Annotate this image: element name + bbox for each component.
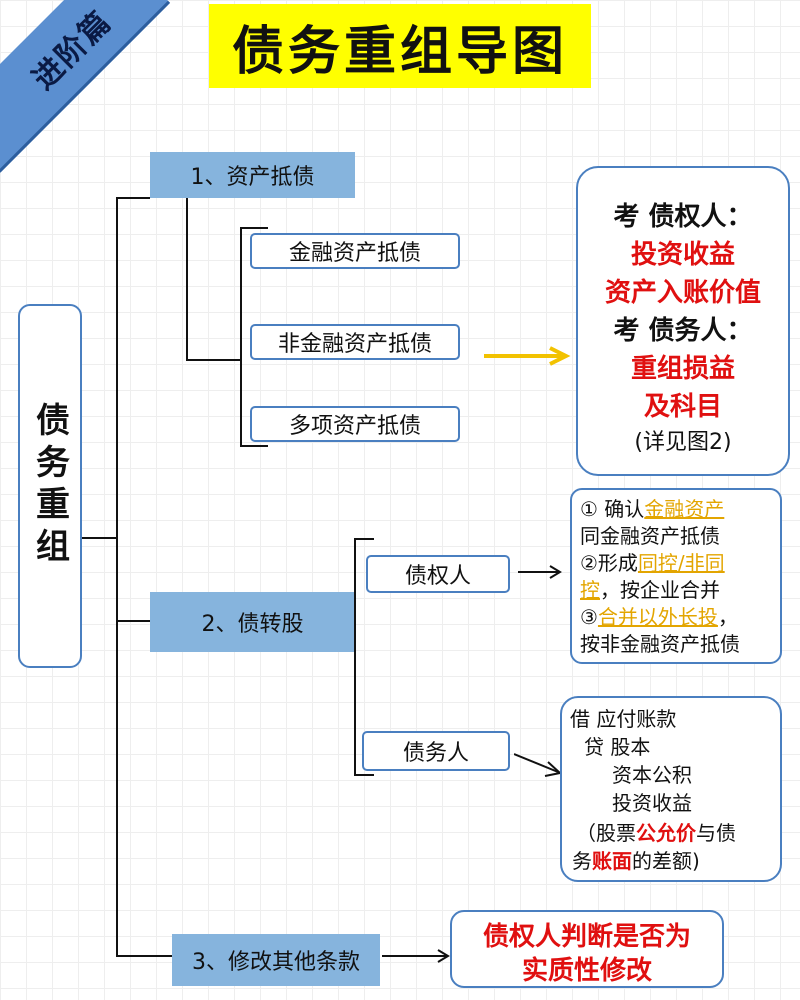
callout1-restructuring-gain: 重组损益 — [630, 354, 735, 384]
callout1-creditor-heading: 考 债权人： — [613, 202, 753, 232]
callout3-difference: 的差额) — [632, 849, 700, 873]
callout2-line-4: 控，按企业合并 — [580, 577, 720, 604]
main-bracket-bottom — [116, 955, 176, 957]
callout2-line-1: ① 确认金融资产 — [580, 496, 724, 523]
callout3-debit: 借 应付账款 — [570, 707, 677, 731]
callout3-fair-value: 公允价 — [636, 821, 696, 845]
main-bracket-mid2 — [116, 620, 150, 622]
subitem-financial-asset-offset: 金融资产抵债 — [250, 233, 460, 269]
main-bracket-top — [116, 197, 150, 199]
equity-bracket-bottom — [354, 774, 374, 776]
callout3-stock: （股票 — [576, 821, 636, 845]
arrow-right-icon — [382, 949, 450, 963]
callout2-line-6: 按非金融资产抵债 — [580, 632, 740, 656]
subitem-creditor: 债权人 — [366, 555, 510, 593]
callout2-financial-asset: 金融资产 — [644, 497, 725, 521]
category-asset-offset: 1、资产抵债 — [150, 152, 355, 198]
callout3-debt: 务 — [572, 849, 592, 873]
callout2-step3: ③ — [580, 605, 598, 629]
callout3-and-debt: 与债 — [696, 821, 736, 845]
page-title: 债务重组导图 — [209, 4, 591, 88]
callout4-line-2: 实质性修改 — [521, 956, 652, 986]
callout-asset-offset-notes: 考 债权人： 投资收益 资产入账价值 考 债务人： 重组损益 及科目 (详见图2… — [576, 166, 790, 476]
callout3-line-6: 务账面的差额) — [572, 848, 700, 875]
callout1-asset-entry-value: 资产入账价值 — [604, 278, 761, 308]
callout-substantial-modification: 债权人判断是否为 实质性修改 — [450, 910, 724, 988]
equity-bracket-vertical — [354, 538, 356, 776]
callout3-capital-reserve: 资本公积 — [612, 763, 692, 787]
subitem-multiple-asset-offset: 多项资产抵债 — [250, 406, 460, 442]
callout2-line-5: ③合并以外长投， — [580, 604, 738, 631]
callout2-line-2: 同金融资产抵债 — [580, 524, 720, 548]
callout-debtor-journal: 借 应付账款 贷 股本 资本公积 投资收益 （股票公允价与债 务账面的差额) — [560, 696, 782, 882]
callout1-accounts: 及科目 — [643, 392, 722, 422]
callout1-debtor-heading: 考 债务人： — [613, 316, 753, 346]
subitem-debtor: 债务人 — [362, 731, 510, 771]
callout2-common-control: 同控/非同 — [637, 551, 725, 575]
callout2-step2: ②形成 — [580, 551, 638, 575]
asset-bracket-top — [240, 227, 268, 229]
callout2-line-3: ②形成同控/非同 — [580, 550, 725, 577]
main-bracket-vertical — [116, 197, 118, 957]
category-debt-to-equity: 2、债转股 — [150, 592, 355, 652]
callout2-control: 控 — [580, 578, 600, 602]
equity-bracket-top — [354, 538, 374, 540]
subitem-nonfinancial-asset-offset: 非金融资产抵债 — [250, 324, 460, 360]
callout-creditor-notes: ① 确认金融资产 同金融资产抵债 ②形成同控/非同 控，按企业合并 ③合并以外长… — [570, 488, 782, 664]
callout2-business-combination: ，按企业合并 — [600, 578, 720, 602]
arrow-right-icon — [514, 753, 563, 777]
callout3-credit-share-capital: 贷 股本 — [584, 735, 651, 759]
arrow-right-icon — [484, 346, 571, 366]
callout3-investment-income: 投资收益 — [612, 791, 692, 815]
callout4-line-1: 债权人判断是否为 — [482, 922, 691, 952]
asset-bracket-bottom — [240, 445, 268, 447]
arrow-right-icon — [518, 565, 562, 579]
callout2-step1: ① 确认 — [580, 497, 645, 521]
category-modify-other-terms: 3、修改其他条款 — [172, 934, 380, 986]
callout1-see-figure-2: (详见图2) — [634, 430, 732, 455]
asset-connector-vertical — [186, 198, 188, 361]
callout2-long-term-investment: 合并以外长投 — [597, 605, 718, 629]
asset-connector-horizontal — [186, 359, 240, 361]
asset-bracket-vertical — [240, 227, 242, 447]
callout3-book-value: 账面 — [592, 849, 632, 873]
root-node: 债务重组 — [18, 304, 82, 668]
main-bracket-mid — [82, 537, 116, 539]
callout2-comma: ， — [717, 605, 738, 629]
callout3-line-5: （股票公允价与债 — [576, 820, 736, 847]
callout1-investment-income: 投资收益 — [630, 240, 735, 270]
